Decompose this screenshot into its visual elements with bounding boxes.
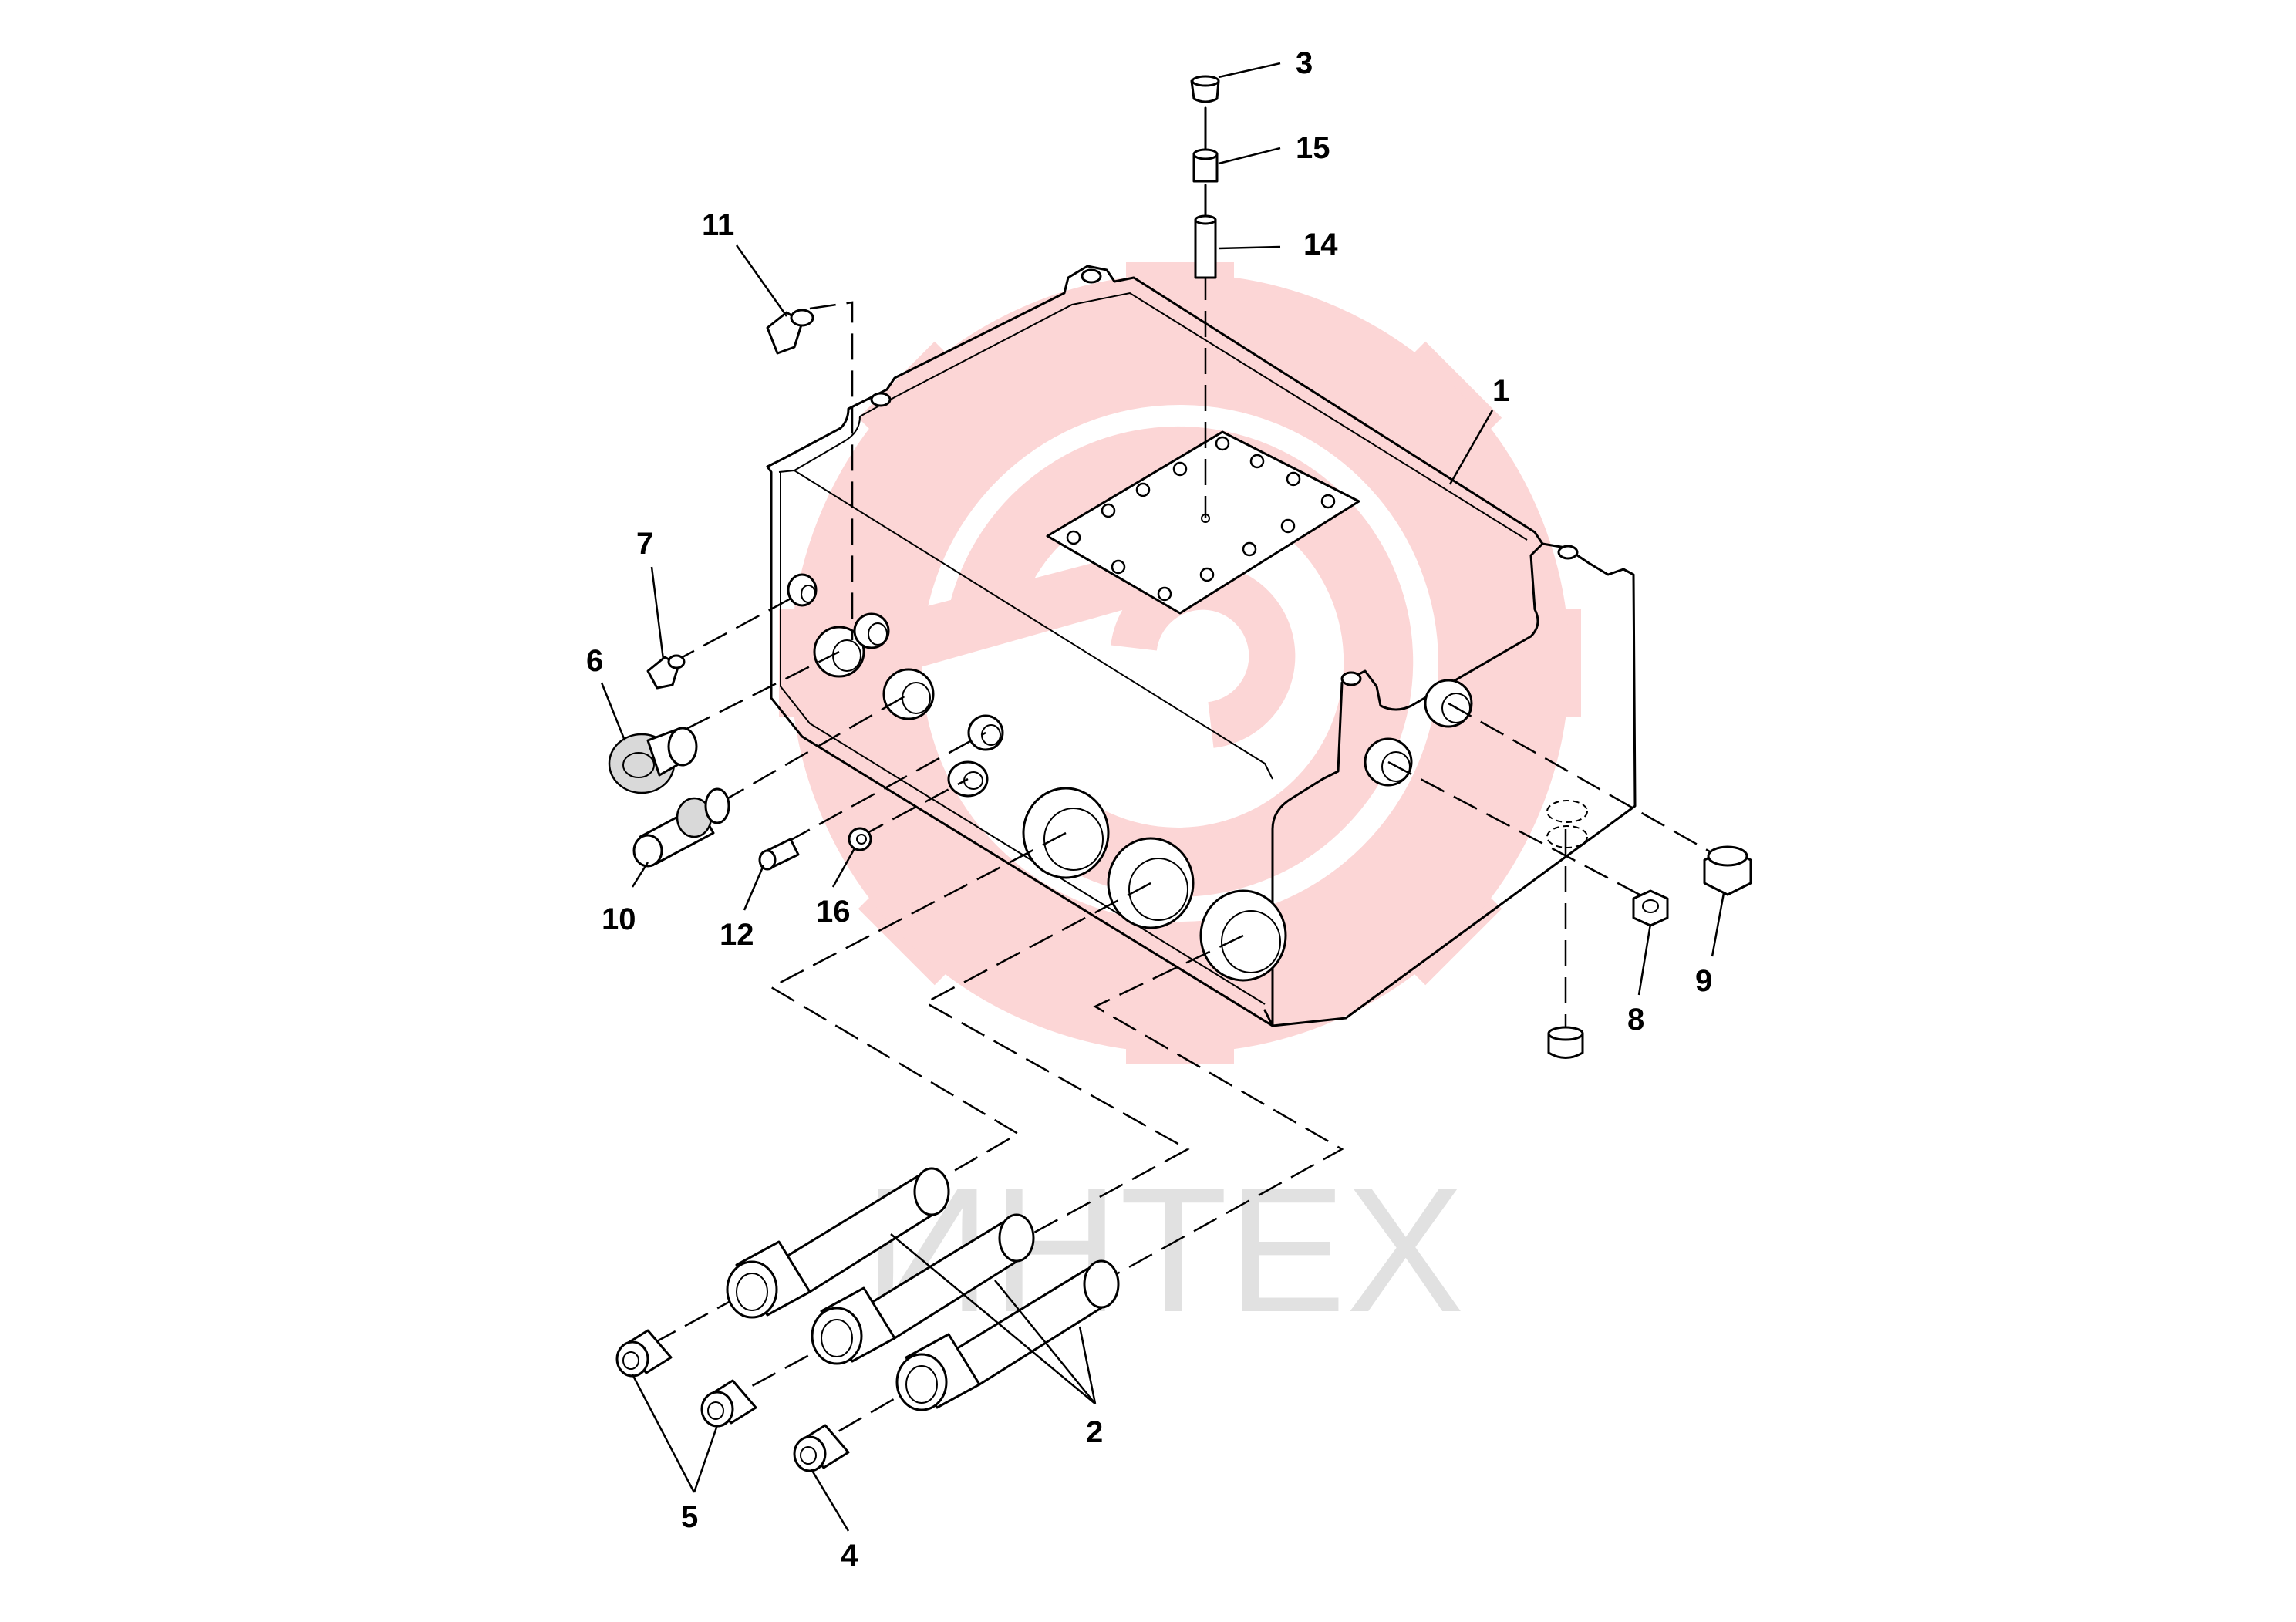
part-6-banjo — [608, 727, 698, 794]
callout-5-a: 5 — [681, 1500, 698, 1534]
callout-15: 15 — [1296, 131, 1330, 165]
part-5-fitting-b — [700, 1379, 757, 1428]
part-16-nut — [848, 827, 872, 851]
callout-6: 6 — [586, 644, 603, 678]
callout-16: 16 — [816, 895, 851, 929]
part-3-cap — [1190, 75, 1220, 103]
callout-1: 1 — [1492, 374, 1509, 408]
callout-2: 2 — [1086, 1415, 1103, 1449]
callout-14: 14 — [1303, 228, 1338, 261]
top-cover-plate — [1046, 430, 1360, 615]
callout-3: 3 — [1296, 46, 1313, 80]
part-12-nipple — [758, 838, 800, 871]
part-8-nut — [1632, 889, 1669, 927]
part-15-sleeve — [1192, 106, 1219, 183]
callout-9: 9 — [1695, 964, 1712, 998]
part-14-rod — [1194, 184, 1217, 279]
part-11-elbow — [766, 309, 814, 355]
callout-4: 4 — [841, 1539, 858, 1573]
callout-11: 11 — [702, 208, 734, 242]
part-7-elbow — [646, 654, 686, 690]
leader-lines — [600, 62, 1725, 1532]
callout-7: 7 — [636, 527, 653, 561]
part-bottom-plug — [1547, 1026, 1584, 1059]
tank-body — [766, 265, 1637, 1027]
callout-8: 8 — [1627, 1003, 1644, 1037]
part-9-plug — [1703, 845, 1752, 896]
watermark-logo — [779, 262, 1581, 1064]
part-10-adapter — [632, 787, 730, 868]
washers — [1546, 800, 1588, 848]
part-5-fitting-a — [615, 1329, 673, 1378]
watermark-text: ИНТЕХ — [864, 1151, 1465, 1349]
part-4-fitting — [793, 1424, 850, 1472]
callout-12: 12 — [720, 918, 754, 952]
callout-10: 10 — [602, 902, 636, 936]
callouts: 3 15 14 11 1 7 6 10 12 16 9 8 2 5 5 4 — [586, 46, 1712, 1573]
